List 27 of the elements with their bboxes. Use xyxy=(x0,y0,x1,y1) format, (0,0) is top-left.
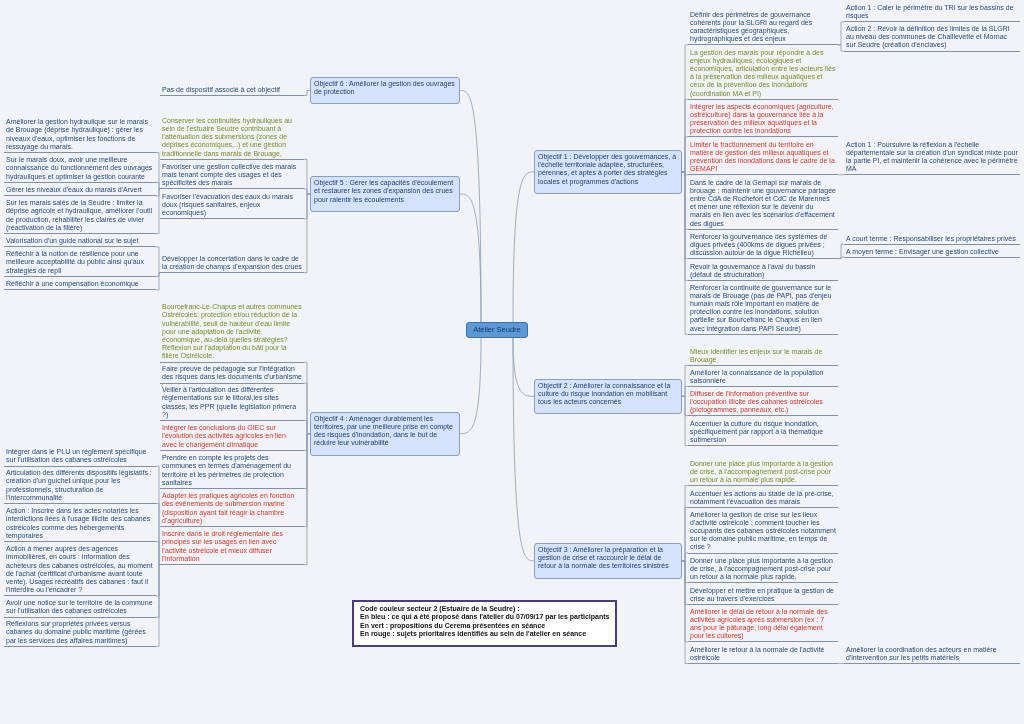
bracket-connector xyxy=(837,174,845,176)
bracket-connector xyxy=(155,564,161,647)
bracket-connector xyxy=(155,541,161,565)
bracket-connector xyxy=(303,433,311,565)
bracket-connector xyxy=(837,44,845,52)
bracket-connector xyxy=(155,181,161,190)
bracket-connector xyxy=(837,256,845,259)
bracket-connector xyxy=(681,386,689,397)
curved-connector xyxy=(512,337,535,562)
bracket-connector xyxy=(837,243,845,259)
bracket-connector xyxy=(681,171,689,335)
bracket-connector xyxy=(155,188,161,234)
bracket-connector xyxy=(303,188,311,195)
bracket-connector xyxy=(681,136,689,173)
bracket-connector xyxy=(303,90,311,96)
curved-connector xyxy=(459,337,482,435)
bracket-connector xyxy=(681,560,689,664)
bracket-connector xyxy=(303,193,311,274)
curved-connector xyxy=(512,171,535,323)
bracket-connector xyxy=(681,552,689,562)
curved-connector xyxy=(459,90,482,323)
bracket-connector xyxy=(155,272,161,291)
bracket-connector xyxy=(681,395,689,446)
bracket-connector xyxy=(155,246,161,274)
bracket-connector xyxy=(303,420,311,435)
bracket-connector xyxy=(837,21,845,46)
bracket-connector xyxy=(837,663,845,664)
